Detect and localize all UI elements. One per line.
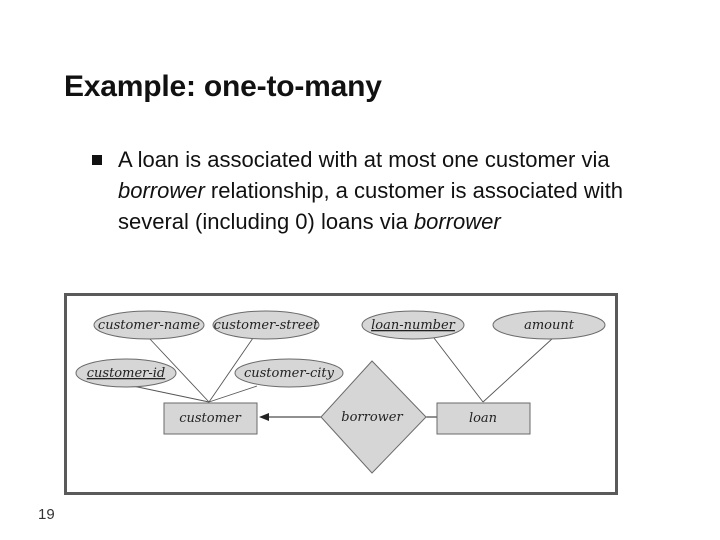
square-bullet-icon: [92, 155, 102, 165]
attribute-connectors: [132, 337, 554, 403]
attribute-label-customer-id: customer-id: [87, 366, 165, 381]
attribute-label-customer-city: customer-city: [244, 366, 335, 381]
connector-customer-street: [208, 337, 254, 403]
bullet-text-part-2: relationship, a customer is associated w…: [118, 178, 624, 234]
attribute-loan-number: loan-number: [361, 310, 465, 340]
attribute-label-loan-number: loan-number: [371, 318, 456, 333]
attribute-label-amount: amount: [524, 318, 575, 333]
connector-amount: [482, 337, 554, 403]
bullet-point: A loan is associated with at most one cu…: [92, 144, 632, 237]
bullet-term-borrower: borrower: [118, 178, 205, 203]
er-diagram-frame: customer-name customer-street customer-i…: [64, 293, 618, 495]
attribute-label-customer-name: customer-name: [98, 318, 200, 333]
attribute-customer-street: customer-street: [212, 310, 320, 340]
entity-loan: loan: [436, 402, 531, 435]
slide-title: Example: one-to-many: [64, 70, 382, 103]
relationship-borrower: borrower: [320, 360, 427, 474]
attribute-customer-city: customer-city: [234, 358, 344, 388]
attribute-customer-id: customer-id: [75, 358, 177, 388]
bullet-text: A loan is associated with at most one cu…: [118, 144, 632, 237]
attribute-label-customer-street: customer-street: [214, 318, 319, 333]
connector-customer-id: [132, 385, 210, 403]
bullet-term-borrower-end: borrower: [413, 209, 501, 234]
attribute-amount: amount: [492, 310, 606, 340]
connector-customer-name: [148, 337, 210, 403]
attribute-customer-name: customer-name: [93, 310, 205, 340]
relationship-label-borrower: borrower: [341, 410, 403, 425]
bullet-text-part-1: A loan is associated with at most one cu…: [118, 147, 610, 172]
connector-loan-number: [433, 337, 484, 403]
entity-customer: customer: [163, 402, 258, 435]
entity-label-customer: customer: [179, 411, 241, 426]
er-diagram: customer-name customer-street customer-i…: [75, 310, 606, 474]
connector-customer-city: [208, 385, 258, 403]
entity-label-loan: loan: [469, 411, 497, 426]
page-number: 19: [38, 506, 55, 523]
